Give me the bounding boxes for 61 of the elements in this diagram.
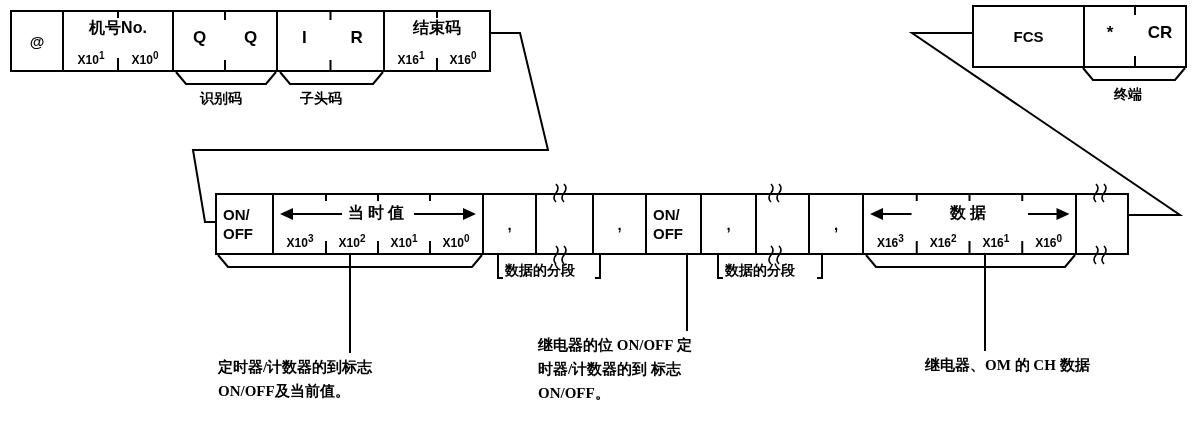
- digit-label: X16$^{3}$: [875, 233, 905, 250]
- cell-text: 机号No.: [88, 18, 148, 38]
- digit-label: X10$^{0}$: [130, 50, 160, 67]
- cell-text: 当时值: [348, 203, 408, 223]
- field-cell: [482, 193, 537, 255]
- digit-label: X16$^{1}$: [396, 50, 426, 67]
- digit-label: X10$^{3}$: [285, 233, 315, 250]
- cell-text: CR: [1146, 23, 1174, 43]
- cell-text: 结束码: [412, 18, 462, 38]
- cell-text: R: [349, 28, 364, 48]
- field-cell: [172, 10, 278, 72]
- digit-label: X10$^{1}$: [76, 50, 106, 67]
- cell-text: Q: [191, 28, 208, 48]
- leader-line: [349, 254, 351, 354]
- field-cell: [276, 10, 385, 72]
- field-cell: [272, 193, 484, 255]
- cell-text: ,: [725, 214, 732, 234]
- field-cell: [972, 5, 1085, 68]
- cell-text: ,: [616, 214, 623, 234]
- digit-label: X16$^{0}$: [448, 50, 478, 67]
- cell-text: *: [1105, 23, 1115, 43]
- field-cell: [1083, 5, 1187, 68]
- digit-label: X10$^{0}$: [441, 233, 471, 250]
- leader-line: [984, 254, 986, 352]
- bracket-label: 识别码: [200, 90, 242, 108]
- leader-line: [686, 254, 688, 332]
- cell-text: I: [300, 28, 308, 48]
- empty-cell: [755, 193, 810, 255]
- field-cell: [592, 193, 647, 255]
- note-text: 定时器/计数器的到标志 ON/OFF及当前值。: [218, 355, 403, 403]
- cell-text: ,: [506, 214, 513, 234]
- field-cell: [700, 193, 757, 255]
- note-text: 继电器的位 ON/OFF 定时器/计数器的到 标志 ON/OFF。: [538, 333, 696, 405]
- digit-label: X16$^{0}$: [1034, 233, 1064, 250]
- cell-text: 数据: [949, 203, 990, 223]
- bracket-label: 数据的分段: [505, 262, 575, 280]
- field-cell: [10, 10, 64, 72]
- field-cell: [645, 193, 702, 255]
- field-cell: [383, 10, 491, 72]
- digit-label: X16$^{2}$: [928, 233, 958, 250]
- cell-text: Q: [242, 28, 259, 48]
- bracket-label: 子头码: [300, 90, 342, 108]
- cell-text: FCS: [1012, 27, 1045, 46]
- cell-text: @: [28, 31, 46, 51]
- digit-label: X16$^{1}$: [981, 233, 1011, 250]
- cell-text: ON/ OFF: [223, 205, 254, 243]
- field-cell: [215, 193, 274, 255]
- note-text: 继电器、OM 的 CH 数据: [925, 353, 1175, 377]
- bracket-label: 终端: [1114, 86, 1142, 104]
- connector-line: [908, 32, 1184, 216]
- field-cell: [862, 193, 1077, 255]
- cell-text: ,: [832, 214, 840, 234]
- connector-line: [191, 32, 550, 223]
- cell-text: ON/ OFF: [653, 205, 684, 243]
- field-cell: [808, 193, 864, 255]
- field-cell: [62, 10, 174, 72]
- digit-label: X10$^{1}$: [389, 233, 419, 250]
- empty-cell: [535, 193, 594, 255]
- empty-cell: [1075, 193, 1129, 255]
- bracket-label: 数据的分段: [725, 262, 795, 280]
- digit-label: X10$^{2}$: [337, 233, 367, 250]
